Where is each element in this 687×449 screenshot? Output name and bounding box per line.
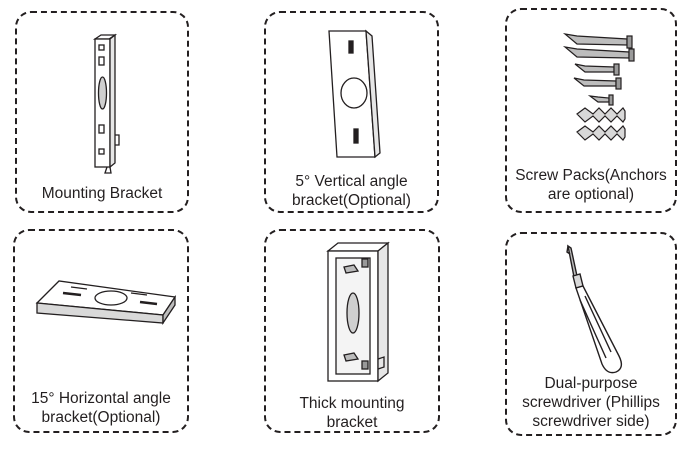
vertical-angle-bracket-icon: [328, 29, 381, 159]
item-card-mounting-bracket: Mounting Bracket: [15, 11, 189, 213]
item-card-horizontal-angle-bracket: 15° Horizontal angle bracket(Optional): [13, 229, 189, 433]
item-caption-line: 15° Horizontal angle: [31, 390, 171, 407]
item-caption-line: screwdriver side): [532, 413, 650, 430]
item-caption-line: 5° Vertical angle: [295, 173, 408, 190]
thick-mounting-bracket-icon: [326, 241, 390, 383]
item-caption-line: are optional): [547, 186, 635, 203]
item-card-screw-packs: Screw Packs(Anchors are optional): [505, 8, 677, 213]
item-caption-line: Thick mounting: [299, 395, 405, 412]
item-caption-line: bracket(Optional): [292, 192, 411, 209]
item-card-screwdriver: Dual-purpose screwdriver (Phillips screw…: [505, 232, 677, 436]
screw-packs-icon: [562, 33, 635, 141]
horizontal-angle-bracket-icon: [35, 280, 177, 326]
item-caption-line: Dual-purpose: [544, 375, 638, 392]
screwdriver-icon: [566, 244, 623, 374]
item-caption-line: bracket: [326, 414, 378, 431]
item-card-thick-mounting-bracket: Thick mounting bracket: [264, 229, 440, 433]
item-caption-line: screwdriver (Phillips: [522, 394, 660, 411]
mounting-bracket-icon: [92, 33, 120, 174]
item-card-vertical-angle-bracket: 5° Vertical angle bracket(Optional): [264, 11, 439, 213]
item-caption-line: Mounting Bracket: [41, 185, 163, 202]
item-caption-line: Screw Packs(Anchors: [515, 167, 667, 184]
item-caption-line: bracket(Optional): [41, 409, 161, 426]
